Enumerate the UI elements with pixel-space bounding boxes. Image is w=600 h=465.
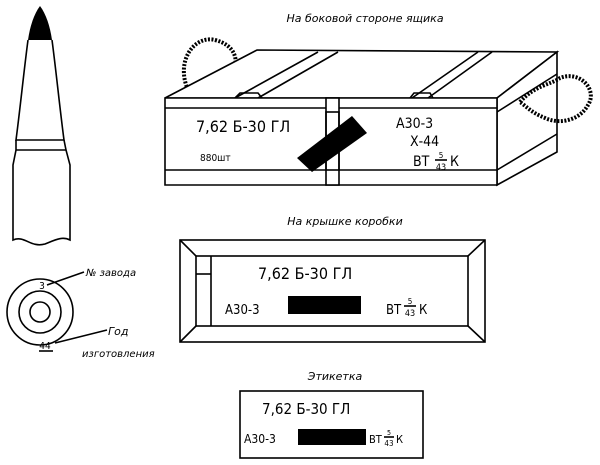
label-vt-prefix: ВТ [369, 433, 383, 446]
title-label: Этикетка [307, 370, 363, 383]
lid-powder: А30-3 [225, 303, 260, 318]
bullet-tip [28, 6, 52, 40]
year-caption-2: изготовления [82, 349, 155, 360]
black-stripe [288, 296, 361, 314]
cartridge-case [12, 139, 71, 246]
year-number: 44 [39, 341, 51, 352]
black-stripe [298, 429, 366, 445]
lid-caliber: 7,62 Б-30 ГЛ [258, 264, 352, 283]
rope-handle-left [181, 37, 238, 91]
factory-caption: № завода [85, 268, 136, 279]
factory-number: 3 [39, 281, 45, 292]
rope-handle-right [518, 74, 593, 124]
year-caption-1: Год [108, 325, 128, 338]
title-lid: На крышке коробки [287, 215, 402, 228]
cartridge-base-drawing: 3 44 № завода Год изготовления [6, 268, 155, 360]
bullet-body [15, 39, 65, 141]
label-vt-num: 5 [387, 429, 391, 437]
label-powder: А30-3 [244, 432, 276, 446]
lid-vt-num: 5 [408, 297, 413, 306]
label-vt-den: 43 [384, 439, 393, 448]
side-powder: А30-3 [396, 116, 433, 132]
side-caliber: 7,62 Б-30 ГЛ [196, 117, 290, 136]
side-vt-num: 5 [439, 151, 444, 160]
title-side: На боковой стороне ящика [286, 12, 443, 25]
label-vt-suffix: К [396, 433, 403, 446]
crate-drawing: 7,62 Б-30 ГЛ 880шт А30-3 Х-44 ВТ 5 43 К [164, 37, 593, 187]
side-vt-den: 43 [436, 163, 446, 173]
label-caliber: 7,62 Б-30 ГЛ [262, 400, 350, 418]
side-vt-suffix: К [450, 154, 459, 170]
side-lot: Х-44 [410, 134, 439, 150]
lid-drawing: 7,62 Б-30 ГЛ А30-3 ВТ 5 43 К [179, 239, 486, 343]
crate-top [164, 49, 560, 99]
lid-vt-den: 43 [405, 309, 415, 319]
lid-vt-suffix: К [419, 303, 428, 318]
black-stripe [297, 116, 367, 172]
cartridge-drawing [12, 6, 71, 246]
side-vt-prefix: ВТ [413, 154, 430, 170]
label-drawing: 7,62 Б-30 ГЛ А30-3 ВТ 5 43 К [239, 390, 424, 459]
side-count: 880шт [200, 153, 231, 164]
lid-vt-prefix: ВТ [386, 303, 402, 318]
